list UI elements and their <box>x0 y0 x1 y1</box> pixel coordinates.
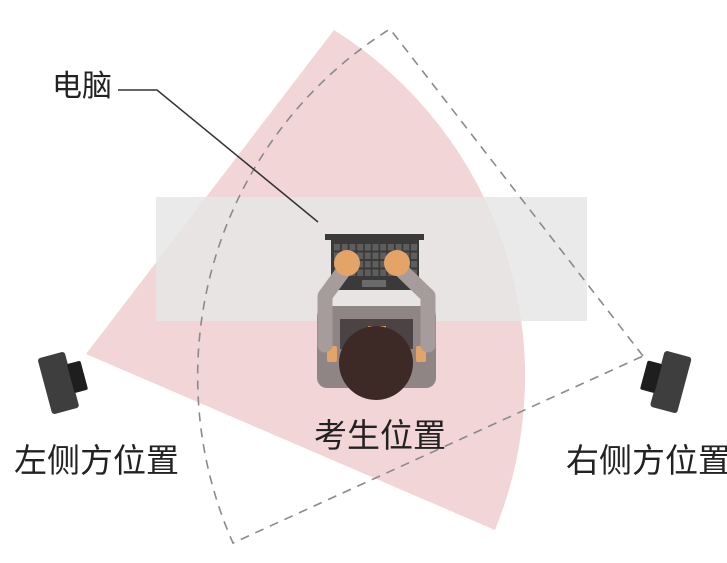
right-arm <box>389 258 436 353</box>
right-position-label: 右侧方位置 <box>566 441 727 480</box>
left-camera-lens <box>67 361 88 393</box>
left-camera-icon <box>38 352 88 414</box>
laptop-key <box>411 261 417 268</box>
laptop-key <box>411 244 417 251</box>
laptop-key <box>372 269 379 276</box>
laptop-key <box>380 244 387 251</box>
right-camera-icon <box>640 351 692 413</box>
right-hand <box>384 250 410 276</box>
candidate-position-label: 考生位置 <box>314 416 446 455</box>
laptop-key <box>364 261 371 268</box>
laptop-key <box>357 261 364 268</box>
left-arm <box>317 258 355 353</box>
laptop-touchpad <box>362 280 386 287</box>
laptop-key <box>380 252 387 259</box>
laptop-key <box>364 244 371 251</box>
laptop-key <box>364 269 371 276</box>
left-position-label: 左侧方位置 <box>14 441 179 480</box>
person-head <box>339 326 413 400</box>
laptop-key <box>357 252 364 259</box>
laptop-key <box>380 261 387 268</box>
laptop-key <box>341 244 348 251</box>
laptop-key <box>364 252 371 259</box>
laptop-key <box>380 269 387 276</box>
laptop-key <box>357 269 364 276</box>
laptop-key <box>357 244 364 251</box>
laptop-key <box>411 252 417 259</box>
computer-label: 电脑 <box>52 69 112 104</box>
left-hand <box>334 250 360 276</box>
laptop-key <box>403 244 410 251</box>
laptop-key <box>372 252 379 259</box>
laptop-key <box>395 244 402 251</box>
computer-leader-line <box>118 89 319 223</box>
laptop-key <box>372 244 379 251</box>
laptop-key <box>349 244 356 251</box>
laptop-screen-edge <box>325 234 424 240</box>
candidate-figure <box>317 250 436 400</box>
right-camera-lens <box>640 360 662 393</box>
laptop-key <box>372 261 379 268</box>
laptop-key <box>387 244 394 251</box>
right-camera-view-outline <box>196 27 645 545</box>
laptop-key <box>334 244 340 251</box>
